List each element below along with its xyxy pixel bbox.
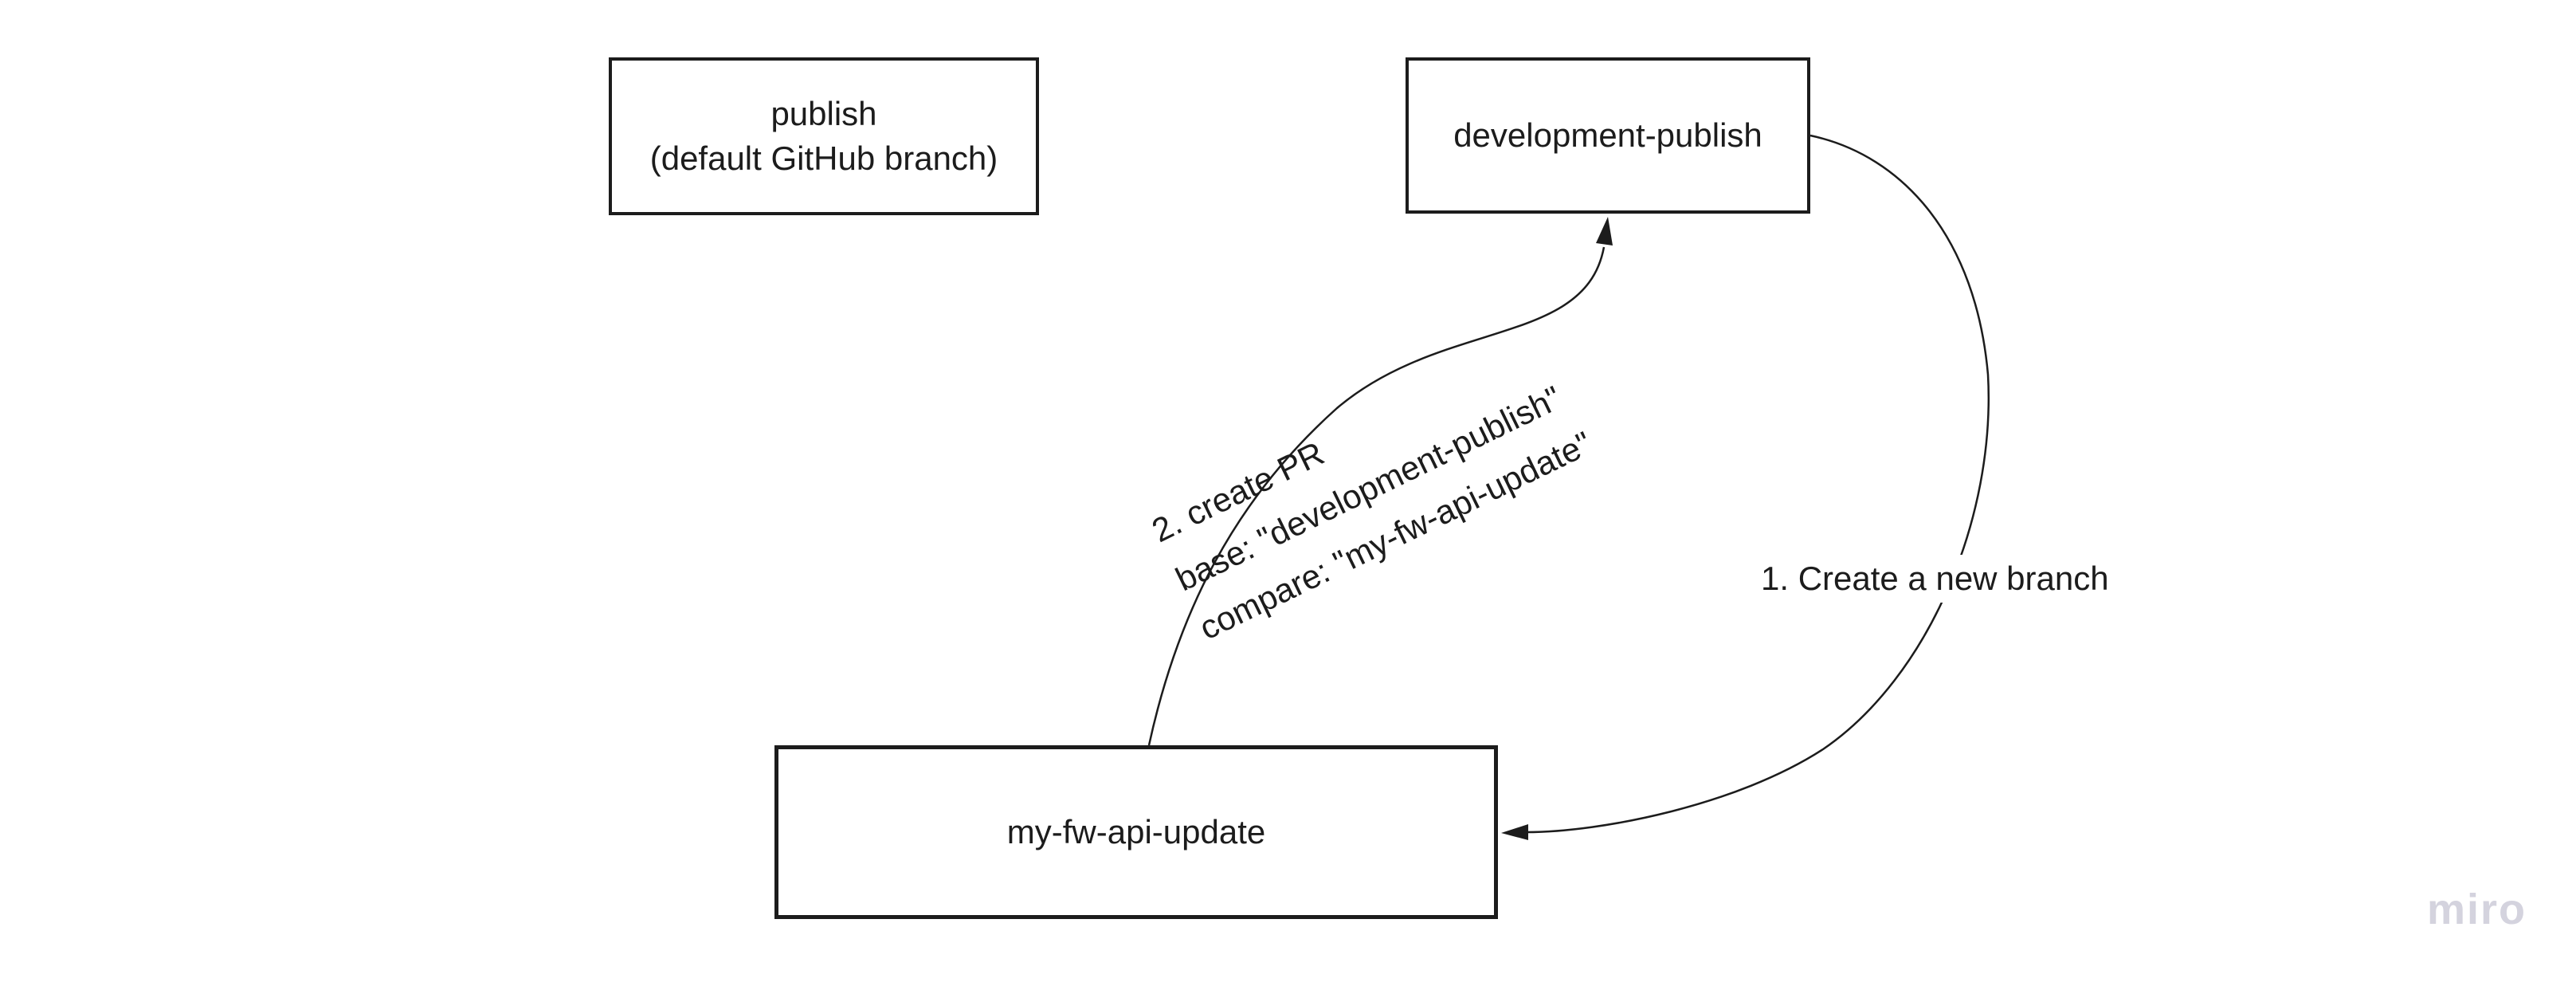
connector-create-pr-line[interactable] xyxy=(1147,246,1606,746)
edge-label-create-branch[interactable]: 1. Create a new branch xyxy=(1753,555,2117,603)
arrowhead-up-icon xyxy=(1596,217,1613,246)
node-publish[interactable]: publish (default GitHub branch) xyxy=(609,57,1039,215)
miro-watermark-text: miro xyxy=(2427,886,2527,933)
connector-create-branch[interactable] xyxy=(1501,134,1990,840)
node-my-fw-api-update[interactable]: my-fw-api-update xyxy=(774,745,1498,919)
connector-create-pr[interactable] xyxy=(1147,217,1613,746)
connector-create-branch-line[interactable] xyxy=(1525,134,1990,834)
node-development-publish-label: development-publish xyxy=(1453,116,1762,154)
create-branch-label-text: 1. Create a new branch xyxy=(1761,560,2109,597)
node-development-publish[interactable]: development-publish xyxy=(1406,57,1810,214)
node-publish-label-line1: publish xyxy=(770,95,877,132)
miro-watermark: miro xyxy=(2427,885,2527,934)
node-publish-label-line2: (default GitHub branch) xyxy=(649,139,998,177)
node-my-fw-api-update-label: my-fw-api-update xyxy=(1006,813,1266,850)
arrowhead-left-icon xyxy=(1501,824,1528,840)
